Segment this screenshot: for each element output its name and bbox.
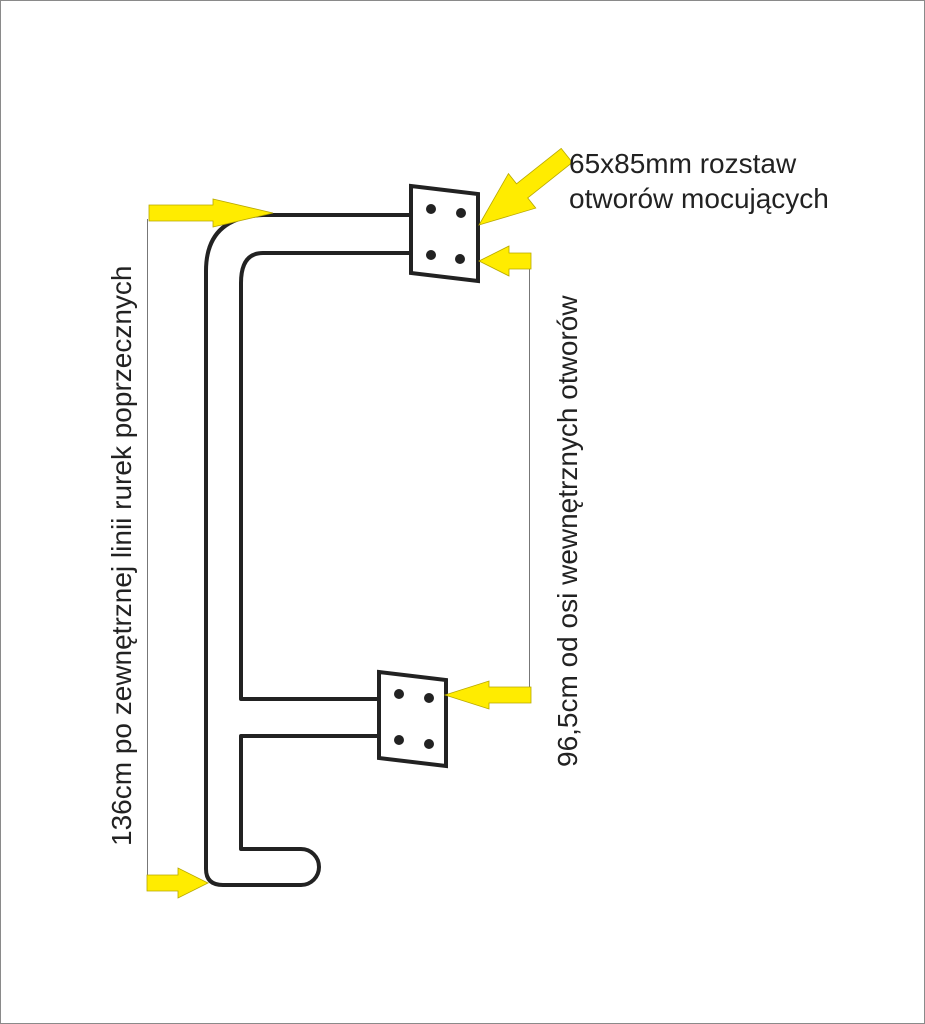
arrow-bottom-left-icon bbox=[146, 867, 209, 899]
mounting-hole bbox=[456, 208, 466, 218]
spacing-label-line2: otworów mocujących bbox=[569, 183, 829, 214]
arrow-bottom-right-icon bbox=[443, 680, 532, 710]
mounting-hole bbox=[394, 735, 404, 745]
mounting-hole bbox=[424, 739, 434, 749]
total-height-label: 136cm po zewnętrznej linii rurek poprzec… bbox=[106, 266, 137, 847]
arrow-diagonal-icon bbox=[478, 147, 573, 226]
top-mounting-plate bbox=[409, 183, 480, 284]
mounting-hole bbox=[394, 689, 404, 699]
handrail-tube-outline bbox=[204, 213, 411, 887]
mounting-hole bbox=[426, 204, 436, 214]
hole-distance-label: 96,5cm od osi wewnętrznych otworów bbox=[552, 295, 583, 767]
bottom-mounting-plate bbox=[377, 669, 448, 769]
mounting-hole bbox=[455, 254, 465, 264]
mounting-hole bbox=[426, 250, 436, 260]
arrow-top-left-icon bbox=[148, 198, 274, 228]
arrow-top-right-icon bbox=[478, 245, 532, 277]
spacing-label-line1: 65x85mm rozstaw bbox=[569, 148, 797, 179]
mounting-hole bbox=[424, 693, 434, 703]
